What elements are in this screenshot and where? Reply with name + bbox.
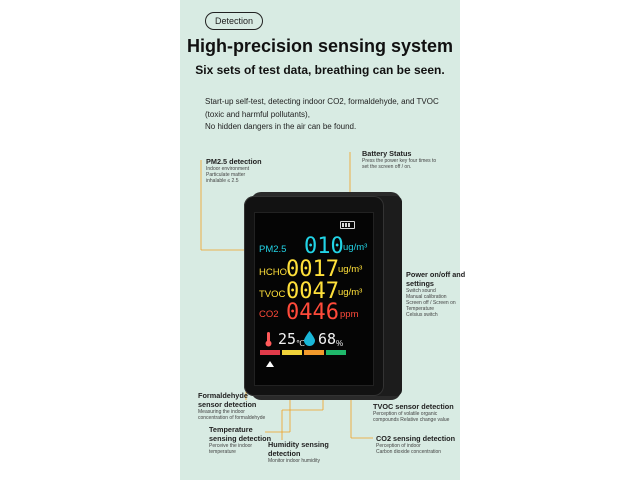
hcho-unit: ug/m³ <box>338 264 363 275</box>
annotation-battery: Battery Status Press the power key four … <box>362 149 436 170</box>
annotation-title: CO2 sensing detection <box>376 434 456 443</box>
level-bar-segment <box>260 350 280 355</box>
annotation-title: Power on/off and <box>406 270 466 279</box>
annotation-text: Switch sound <box>406 288 436 294</box>
tvoc-label: TVOC <box>259 289 286 300</box>
water-drop-icon <box>304 331 315 346</box>
level-bar-segment <box>282 350 302 355</box>
triangle-pointer-icon <box>266 361 274 367</box>
annotation-title: TVOC sensor detection <box>373 402 454 411</box>
description-line: (toxic and harmful pollutants), <box>205 109 310 119</box>
annotation-power: Power on/off and settings Switch sound M… <box>406 270 465 318</box>
annotation-text: inhalable ≤ 2.5 <box>206 178 239 184</box>
annotation-text: Temperature <box>406 306 435 312</box>
annotation-title: PM2.5 detection <box>206 157 262 166</box>
annotation-title: Temperature <box>209 425 253 434</box>
annotation-text: Measuring the indoor <box>198 409 245 415</box>
description-line: Start-up self-test, detecting indoor CO2… <box>205 97 439 106</box>
page-subtitle: Six sets of test data, breathing can be … <box>195 63 445 77</box>
annotation-text: Perception of volatile organic <box>373 411 438 417</box>
annotation-pm25: PM2.5 detection Indoor environment Parti… <box>206 157 262 184</box>
temperature-unit: ℃ <box>296 339 305 348</box>
pm25-value: 010 <box>304 234 344 259</box>
annotation-text: Perceive the indoor <box>209 443 253 449</box>
annotation-text: Screen off / Screen on <box>406 300 456 306</box>
annotation-title: sensing detection <box>209 434 272 443</box>
description-line: No hidden dangers in the air can be foun… <box>205 122 357 131</box>
humidity-value: 68 <box>318 330 337 348</box>
humidity-unit: % <box>336 339 344 348</box>
annotation-co2: CO2 sensing detection Perception of indo… <box>376 434 455 455</box>
co2-unit: ppm <box>340 309 359 320</box>
annotation-text: Perception of indoor <box>376 443 421 449</box>
battery-icon <box>340 221 355 229</box>
page-title: High-precision sensing system <box>186 36 454 56</box>
co2-label: CO2 <box>259 309 279 320</box>
display-screen <box>254 212 374 386</box>
annotation-text: Indoor environment <box>206 166 250 172</box>
annotation-text: set the screen off / on. <box>362 164 412 170</box>
annotation-title: settings <box>406 279 434 288</box>
co2-value: 0446 <box>286 300 339 325</box>
annotation-title: detection <box>268 449 301 458</box>
tvoc-unit: ug/m³ <box>338 287 363 298</box>
annotation-humidity: Humidity sensing detection Monitor indoo… <box>268 440 329 464</box>
annotation-text: Carbon dioxide concentration <box>376 449 442 455</box>
level-bar-segment <box>326 350 346 355</box>
temperature-value: 25 <box>278 330 297 348</box>
thermometer-icon <box>265 332 272 347</box>
annotation-text: Press the power key four times to <box>362 158 437 164</box>
annotation-title: Formaldehyde <box>198 391 248 400</box>
annotation-title: Battery Status <box>362 149 412 158</box>
annotation-title: sensor detection <box>198 400 257 409</box>
annotation-text: Particulate matter <box>206 172 246 178</box>
annotation-text: Celsius switch <box>406 312 438 318</box>
annotation-text: Monitor indoor humidity <box>268 458 320 464</box>
annotation-text: compounds Relative change value <box>373 417 450 423</box>
detection-tag: Detection <box>205 12 263 30</box>
hcho-value: 0017 <box>286 257 339 282</box>
annotation-formaldehyde: Formaldehyde sensor detection Measuring … <box>198 391 265 421</box>
level-bar-segment <box>304 350 324 355</box>
annotation-title: Humidity sensing <box>268 440 329 449</box>
tvoc-value: 0047 <box>286 279 339 304</box>
pm25-label: PM2.5 <box>259 244 287 255</box>
annotation-text: temperature <box>209 449 236 455</box>
pm25-unit: ug/m³ <box>343 242 368 253</box>
hcho-label: HCHO <box>259 267 287 278</box>
annotation-temperature: Temperature sensing detection Perceive t… <box>209 425 271 455</box>
annotation-tvoc: TVOC sensor detection Perception of vola… <box>373 402 454 423</box>
annotation-text: Manual calibration <box>406 294 447 300</box>
annotation-text: concentration of formaldehyde <box>198 415 266 421</box>
description: Start-up self-test, detecting indoor CO2… <box>205 96 455 134</box>
